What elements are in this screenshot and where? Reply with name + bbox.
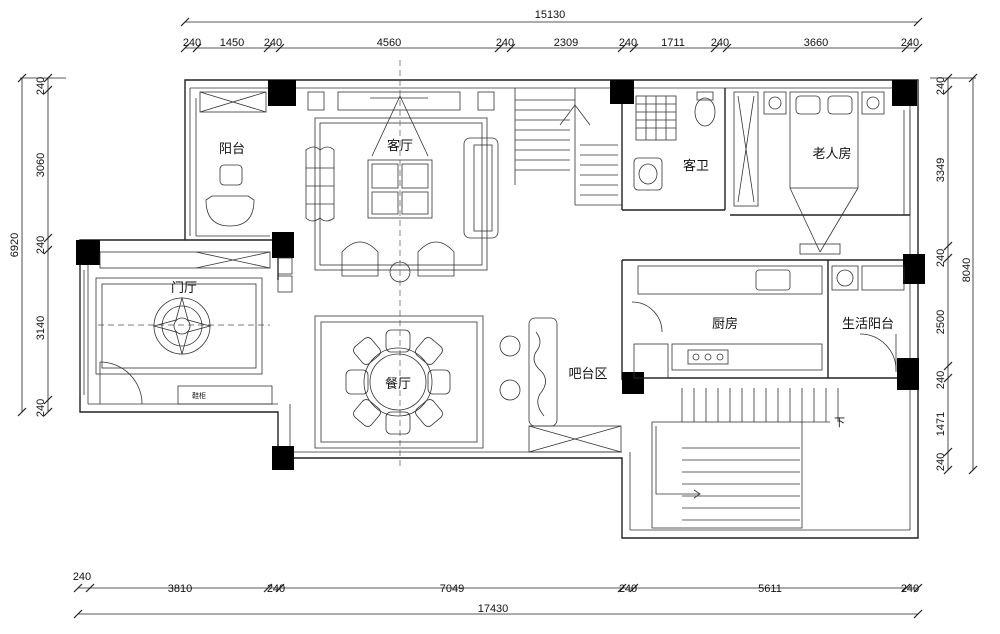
- axis-lines: [98, 60, 401, 470]
- left-dim-3: 240: [35, 236, 47, 254]
- top-dim-8: 1711: [661, 37, 685, 49]
- bottom-total-dim: 17430: [478, 603, 509, 615]
- right-dim-3: 240: [935, 249, 947, 267]
- top-dim-2: 1450: [220, 37, 244, 49]
- left-dim-5: 240: [35, 399, 47, 417]
- stair-down-label: 下: [834, 417, 845, 429]
- structural-columns: [76, 80, 925, 470]
- shoe-cabinet-label: 鞋柜: [192, 391, 206, 400]
- top-dim-4: 4560: [377, 37, 401, 49]
- bottom-dim-5: 240: [619, 583, 637, 595]
- upper-stairs: [515, 99, 618, 196]
- dining-area: 餐厅: [314, 315, 484, 449]
- bar-area: 吧台区: [499, 317, 622, 453]
- lower-stairs: 下: [651, 388, 845, 529]
- right-dim-4: 2500: [935, 310, 947, 334]
- balcony-area: 阳台: [199, 91, 267, 227]
- bottom-dim-7: 240: [901, 583, 919, 595]
- left-dimension-chain: 6920 240 3060 240 3140 240: [9, 73, 66, 417]
- right-dim-7: 240: [935, 453, 947, 471]
- room-label-guest-bath: 客卫: [683, 158, 709, 174]
- window-marks: [79, 110, 911, 395]
- top-dimension-chain: 15130 240 1450 240 4560 240 2309 240 171…: [180, 9, 923, 53]
- bottom-dimension-chain: 240 3810 240 7049 240 5611 240 17430: [73, 571, 923, 619]
- left-dim-1: 240: [35, 77, 47, 95]
- interior-walls: [185, 80, 910, 380]
- top-dim-6: 2309: [554, 37, 578, 49]
- kitchen-area: 厨房: [631, 265, 823, 379]
- room-label-elder-room: 老人房: [812, 146, 851, 162]
- bottom-dim-2: 3810: [168, 583, 192, 595]
- left-dim-2: 3060: [35, 153, 47, 177]
- top-dim-1: 240: [183, 37, 201, 49]
- room-label-kitchen: 厨房: [712, 316, 738, 332]
- left-total-dim: 6920: [9, 233, 21, 257]
- top-dim-11: 240: [901, 37, 919, 49]
- right-dim-1: 240: [935, 77, 947, 95]
- top-dim-7: 240: [619, 37, 637, 49]
- exterior-walls: [79, 79, 919, 539]
- room-label-bar: 吧台区: [568, 367, 607, 382]
- top-dim-10: 3660: [804, 37, 828, 49]
- right-dim-2: 3349: [935, 158, 947, 182]
- top-total-dim: 15130: [535, 9, 566, 21]
- guest-bath-area: 客卫: [633, 91, 716, 191]
- bottom-dim-6: 5611: [758, 583, 782, 595]
- room-label-utility-balcony: 生活阳台: [842, 317, 894, 332]
- living-room-area: 客厅: [305, 91, 499, 283]
- utility-balcony-area: 生活阳台: [831, 265, 905, 372]
- bottom-dim-3: 240: [267, 583, 285, 595]
- right-dim-6: 1471: [935, 412, 947, 436]
- elder-room-area: 老人房: [733, 91, 885, 255]
- top-dim-3: 240: [264, 37, 282, 49]
- bottom-dim-4: 7049: [440, 583, 464, 595]
- top-dim-9: 240: [711, 37, 729, 49]
- bottom-dim-1: 240: [73, 571, 91, 583]
- right-dimension-chain: 8040 240 3349 240 2500 240 1471 240: [930, 73, 978, 475]
- room-label-balcony: 阳台: [219, 142, 245, 157]
- room-label-foyer: 门厅: [171, 281, 197, 296]
- right-total-dim: 8040: [961, 258, 973, 282]
- foyer-area: 鞋柜 门厅: [95, 251, 293, 405]
- right-dim-5: 240: [935, 371, 947, 389]
- room-label-dining: 餐厅: [385, 376, 411, 392]
- top-dim-5: 240: [496, 37, 514, 49]
- left-dim-4: 3140: [35, 316, 47, 340]
